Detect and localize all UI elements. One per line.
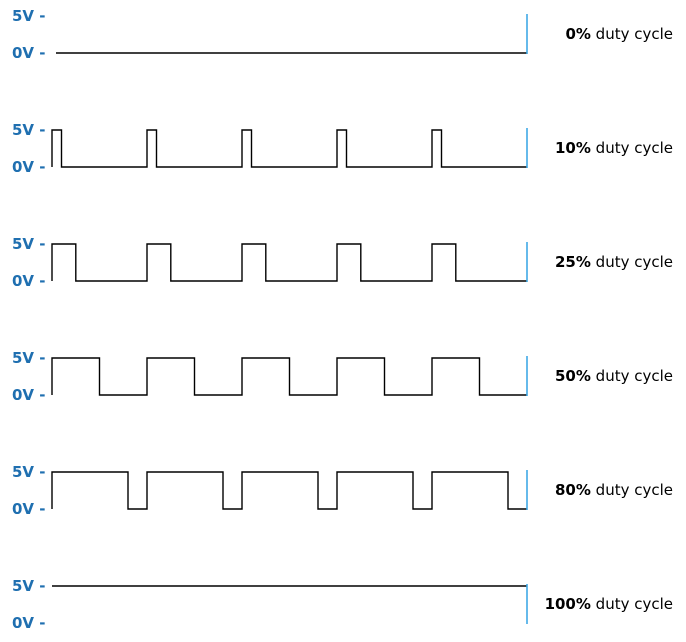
label-5v: 5V -: [12, 577, 46, 595]
label-5v: 5V -: [12, 7, 46, 25]
label-5v: 5V -: [12, 463, 46, 481]
label-0v: 0V -: [12, 44, 46, 62]
label-0v: 0V -: [12, 158, 46, 176]
duty-cycle-label: 10% duty cycle: [555, 139, 673, 157]
waveform-row-0: 5V - 0V - 0% duty cycle: [12, 7, 673, 62]
pwm-waveform: [51, 357, 527, 396]
label-0v: 0V -: [12, 272, 46, 290]
label-5v: 5V -: [12, 349, 46, 367]
duty-cycle-label: 25% duty cycle: [555, 253, 673, 271]
duty-cycle-label: 0% duty cycle: [565, 25, 673, 43]
waveform-row-25: 5V - 0V - 25% duty cycle: [12, 235, 673, 290]
waveform-row-50: 5V - 0V - 50% duty cycle: [12, 349, 673, 404]
duty-cycle-label: 100% duty cycle: [545, 595, 673, 613]
waveform-row-80: 5V - 0V - 80% duty cycle: [12, 463, 673, 518]
pwm-waveform: [51, 243, 527, 282]
pwm-waveform: [51, 129, 527, 168]
label-0v: 0V -: [12, 500, 46, 518]
label-5v: 5V -: [12, 121, 46, 139]
waveform-row-10: 5V - 0V - 10% duty cycle: [12, 121, 673, 176]
label-0v: 0V -: [12, 614, 46, 632]
duty-cycle-label: 50% duty cycle: [555, 367, 673, 385]
pwm-waveform: [51, 471, 527, 510]
label-0v: 0V -: [12, 386, 46, 404]
duty-cycle-label: 80% duty cycle: [555, 481, 673, 499]
label-5v: 5V -: [12, 235, 46, 253]
waveform-row-100: 5V - 0V - 100% duty cycle: [12, 577, 673, 632]
